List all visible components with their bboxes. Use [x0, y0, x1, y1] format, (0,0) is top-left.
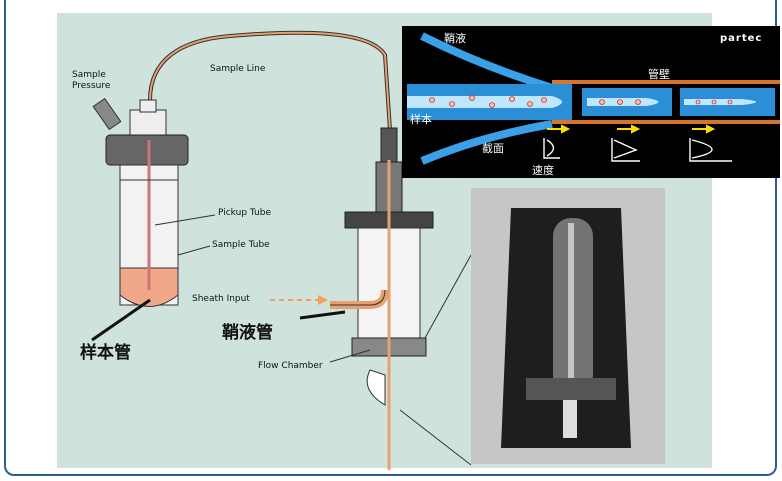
label-sample-line: Sample Line: [210, 64, 266, 74]
inset-wall-label: 管壁: [648, 68, 670, 81]
sample-tube-pointer: [177, 245, 211, 256]
inset-brand: partec: [720, 33, 763, 44]
label-sample-pressure: Sample Pressure: [72, 70, 111, 91]
label-sample-tube-cn: 样本管: [80, 343, 131, 363]
cap-block: [129, 109, 167, 139]
particles: [429, 95, 733, 108]
inset-section-label: 截面: [482, 142, 504, 155]
sheath-stream-bottom: [420, 120, 553, 165]
flow-chamber-photo: [471, 188, 665, 464]
photo-nozzle: [563, 400, 577, 438]
cap-nozzle: [139, 99, 157, 113]
label-sample-tube: Sample Tube: [212, 240, 270, 250]
sample-line-outer: [148, 30, 392, 131]
pressure-inlet: [92, 97, 122, 131]
label-sheath-cn: 鞘液管: [222, 323, 273, 343]
photo-clamp: [526, 378, 616, 400]
flow-chamber-pointer: [329, 349, 371, 363]
nozzle-tip: [366, 369, 386, 406]
sample-core-1: [407, 96, 562, 108]
inset-velocity-label: 速度: [532, 164, 554, 177]
cn-sheath-pointer: [299, 310, 346, 320]
velocity-profiles: [543, 138, 732, 162]
sheath-stream-top: [420, 32, 554, 92]
focusing-drawing: [407, 32, 780, 165]
label-pickup-tube: Pickup Tube: [218, 208, 271, 218]
label-flow-chamber: Flow Chamber: [258, 361, 323, 371]
photo-leader-2: [399, 409, 472, 466]
pickup-pointer: [154, 214, 216, 226]
sample-core-3: [684, 99, 756, 105]
label-sheath-input: Sheath Input: [192, 294, 250, 304]
photo-capillary: [568, 223, 574, 383]
photo-drawing: [471, 188, 665, 464]
sheath-tube-edge: [330, 289, 386, 306]
top-fitting: [380, 127, 398, 163]
flow-arrows: [547, 124, 716, 134]
focusing-inset: partec 鞘液 管壁 样本 截面 速度: [402, 26, 780, 178]
sheath-arrow-head: [318, 295, 328, 305]
tube-cap: [105, 134, 189, 166]
cn-sample-pointer: [91, 298, 151, 342]
sample-line-inner: [149, 31, 391, 131]
photo-leader-1: [424, 254, 472, 339]
inset-sample-label: 样本: [410, 113, 432, 126]
inset-sheath-label: 鞘液: [444, 32, 466, 45]
